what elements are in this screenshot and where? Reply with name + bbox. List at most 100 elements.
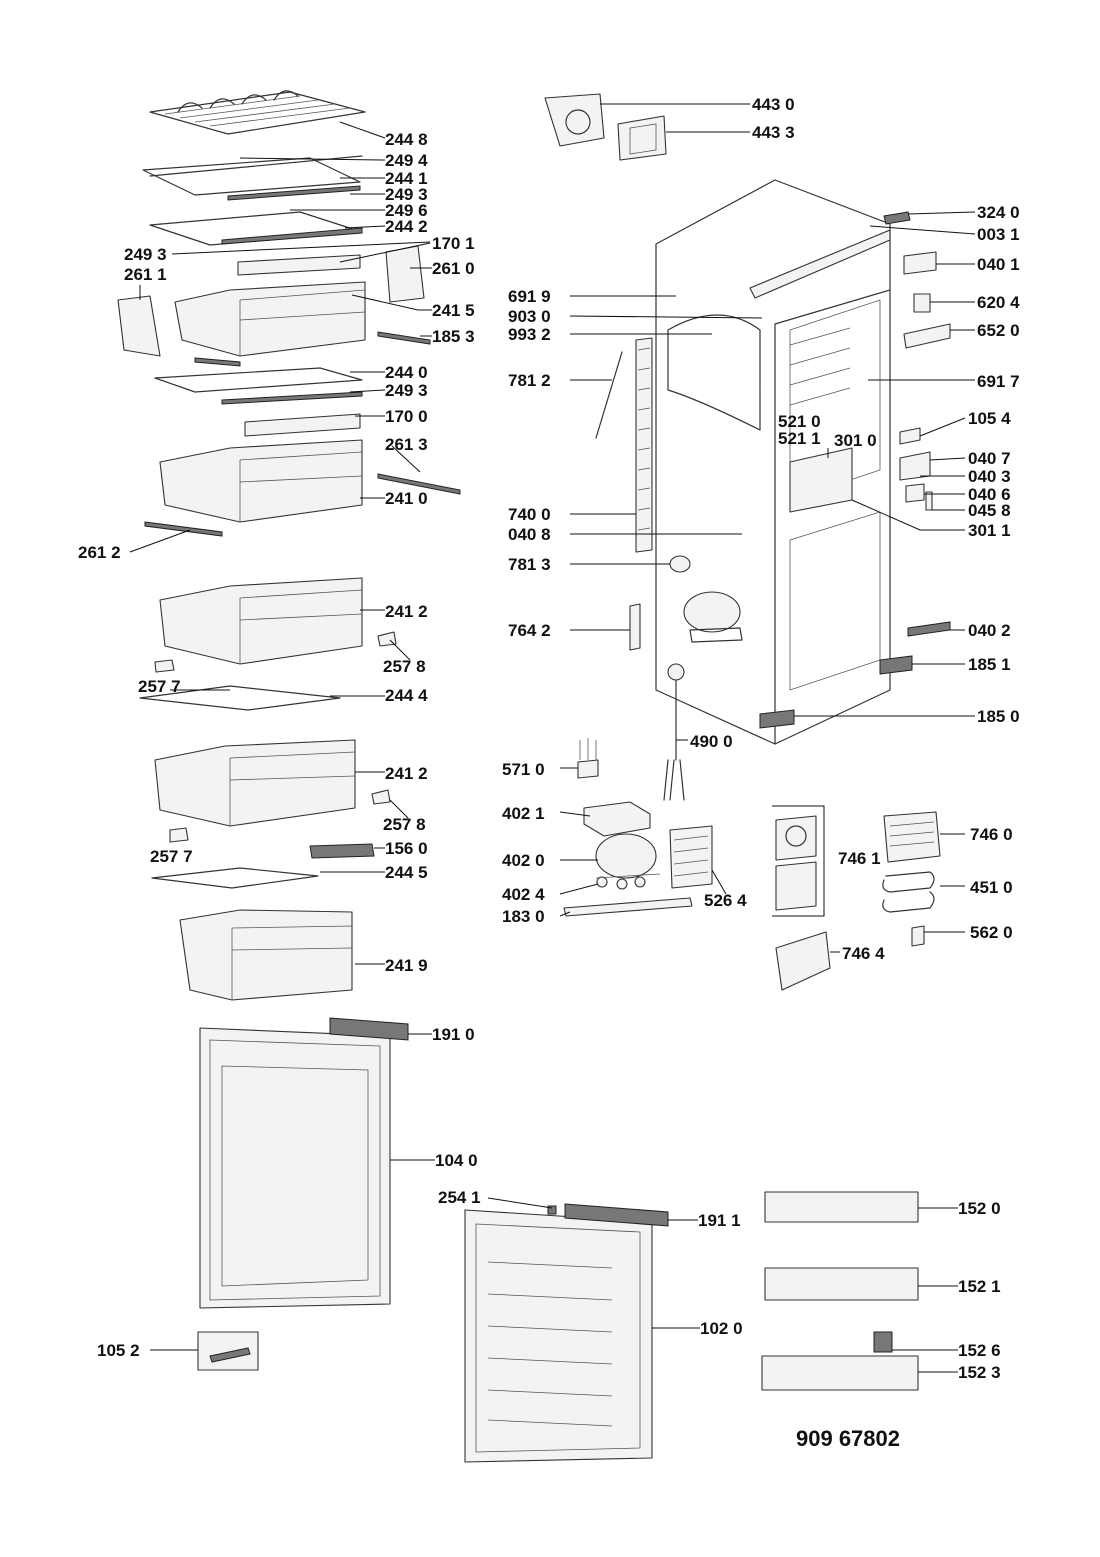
side-panel-right-illustration <box>385 245 425 303</box>
freezer-drawer-1-illustration <box>154 739 391 859</box>
part-label: 402 1 <box>502 804 545 823</box>
part-label: 183 0 <box>502 907 545 926</box>
crisper-drawer-2-illustration <box>154 577 397 673</box>
part-label: 451 0 <box>970 878 1013 897</box>
part-label: 152 6 <box>958 1341 1001 1360</box>
part-label: 402 4 <box>502 885 545 904</box>
part-label: 746 4 <box>842 944 885 963</box>
part-label: 249 3 <box>385 185 428 204</box>
part-label: 691 9 <box>508 287 551 306</box>
part-label: 191 1 <box>698 1211 741 1230</box>
part-label: 244 0 <box>385 363 428 382</box>
part-label: 040 7 <box>968 449 1011 468</box>
part-label: 490 0 <box>690 732 733 751</box>
side-panel-left-illustration <box>117 295 161 357</box>
part-label: 324 0 <box>977 203 1020 222</box>
part-label: 045 8 <box>968 501 1011 520</box>
leader-lines <box>129 103 976 1373</box>
evaporator-coil-illustration <box>882 811 941 947</box>
part-label: 152 0 <box>958 1199 1001 1218</box>
reference-number: 909 67802 <box>796 1426 900 1451</box>
crisper-cover-illustration <box>244 413 361 437</box>
part-label: 244 5 <box>385 863 428 882</box>
cabinet-illustration <box>655 179 891 745</box>
part-label: 402 0 <box>502 851 545 870</box>
hinge-illustration <box>197 1331 259 1371</box>
part-label: 241 5 <box>432 301 475 320</box>
part-label: 170 1 <box>432 234 475 253</box>
part-label: 746 0 <box>970 825 1013 844</box>
part-label: 261 3 <box>385 435 428 454</box>
part-label: 249 6 <box>385 201 428 220</box>
part-label: 903 0 <box>508 307 551 326</box>
part-label: 104 0 <box>435 1151 478 1170</box>
part-label: 040 3 <box>968 467 1011 486</box>
part-labels: 244 8 249 4 244 1 249 3 249 6 244 2 249 … <box>78 95 1020 1382</box>
evaporator-plate-illustration <box>595 337 653 553</box>
relay-illustration <box>577 738 599 779</box>
part-label: 746 1 <box>838 849 881 868</box>
part-label: 040 8 <box>508 525 551 544</box>
part-label: 764 2 <box>508 621 551 640</box>
part-label: 244 8 <box>385 130 428 149</box>
glass-shelf-freezer-illustration <box>151 867 319 889</box>
part-label: 241 2 <box>385 602 428 621</box>
drawer-top-illustration <box>174 281 366 357</box>
part-label: 249 4 <box>385 151 428 170</box>
part-label: 040 1 <box>977 255 1020 274</box>
part-label: 249 3 <box>124 245 167 264</box>
part-label: 170 0 <box>385 407 428 426</box>
part-label: 191 0 <box>432 1025 475 1044</box>
part-label: 781 3 <box>508 555 551 574</box>
part-label: 152 3 <box>958 1363 1001 1382</box>
part-label: 241 9 <box>385 956 428 975</box>
freezer-drawer-2-illustration <box>179 909 353 1001</box>
top-components-illustration <box>544 93 667 161</box>
part-label: 244 4 <box>385 686 428 705</box>
part-label: 521 0 <box>778 412 821 431</box>
power-cord-illustration <box>663 663 685 801</box>
part-label: 244 1 <box>385 169 428 188</box>
part-label: 521 1 <box>778 429 821 448</box>
part-label: 261 0 <box>432 259 475 278</box>
part-label: 102 0 <box>700 1319 743 1338</box>
fridge-door-illustration <box>199 1017 409 1309</box>
part-label: 261 1 <box>124 265 167 284</box>
part-label: 257 8 <box>383 657 426 676</box>
rail-illustration <box>194 331 431 367</box>
part-label: 652 0 <box>977 321 1020 340</box>
part-label: 781 2 <box>508 371 551 390</box>
part-label: 249 3 <box>385 381 428 400</box>
freezer-door-illustration <box>464 1203 669 1463</box>
electronic-board-group-illustration <box>772 805 825 917</box>
part-label: 620 4 <box>977 293 1020 312</box>
part-label: 244 2 <box>385 217 428 236</box>
glass-shelf-upper-illustration <box>142 155 363 246</box>
part-label: 993 2 <box>508 325 551 344</box>
part-label: 257 8 <box>383 815 426 834</box>
trim-strip-illustration <box>237 254 361 276</box>
part-label: 156 0 <box>385 839 428 858</box>
part-label: 257 7 <box>150 847 193 866</box>
part-label: 443 3 <box>752 123 795 142</box>
part-label: 105 2 <box>97 1341 140 1360</box>
part-label: 740 0 <box>508 505 551 524</box>
glass-shelf-lower-illustration <box>154 367 363 405</box>
part-label: 254 1 <box>438 1188 481 1207</box>
part-label: 562 0 <box>970 923 1013 942</box>
part-label: 443 0 <box>752 95 795 114</box>
part-label: 003 1 <box>977 225 1020 244</box>
part-label: 261 2 <box>78 543 121 562</box>
part-label: 040 6 <box>968 485 1011 504</box>
part-label: 185 3 <box>432 327 475 346</box>
part-label: 040 2 <box>968 621 1011 640</box>
small-components-right-illustration <box>759 211 951 729</box>
part-label: 257 7 <box>138 677 181 696</box>
part-label: 691 7 <box>977 372 1020 391</box>
part-label: 301 0 <box>834 431 877 450</box>
part-label: 152 1 <box>958 1277 1001 1296</box>
part-label: 241 2 <box>385 764 428 783</box>
control-unit-illustration <box>789 447 853 513</box>
wire-shelf-illustration <box>149 90 366 135</box>
